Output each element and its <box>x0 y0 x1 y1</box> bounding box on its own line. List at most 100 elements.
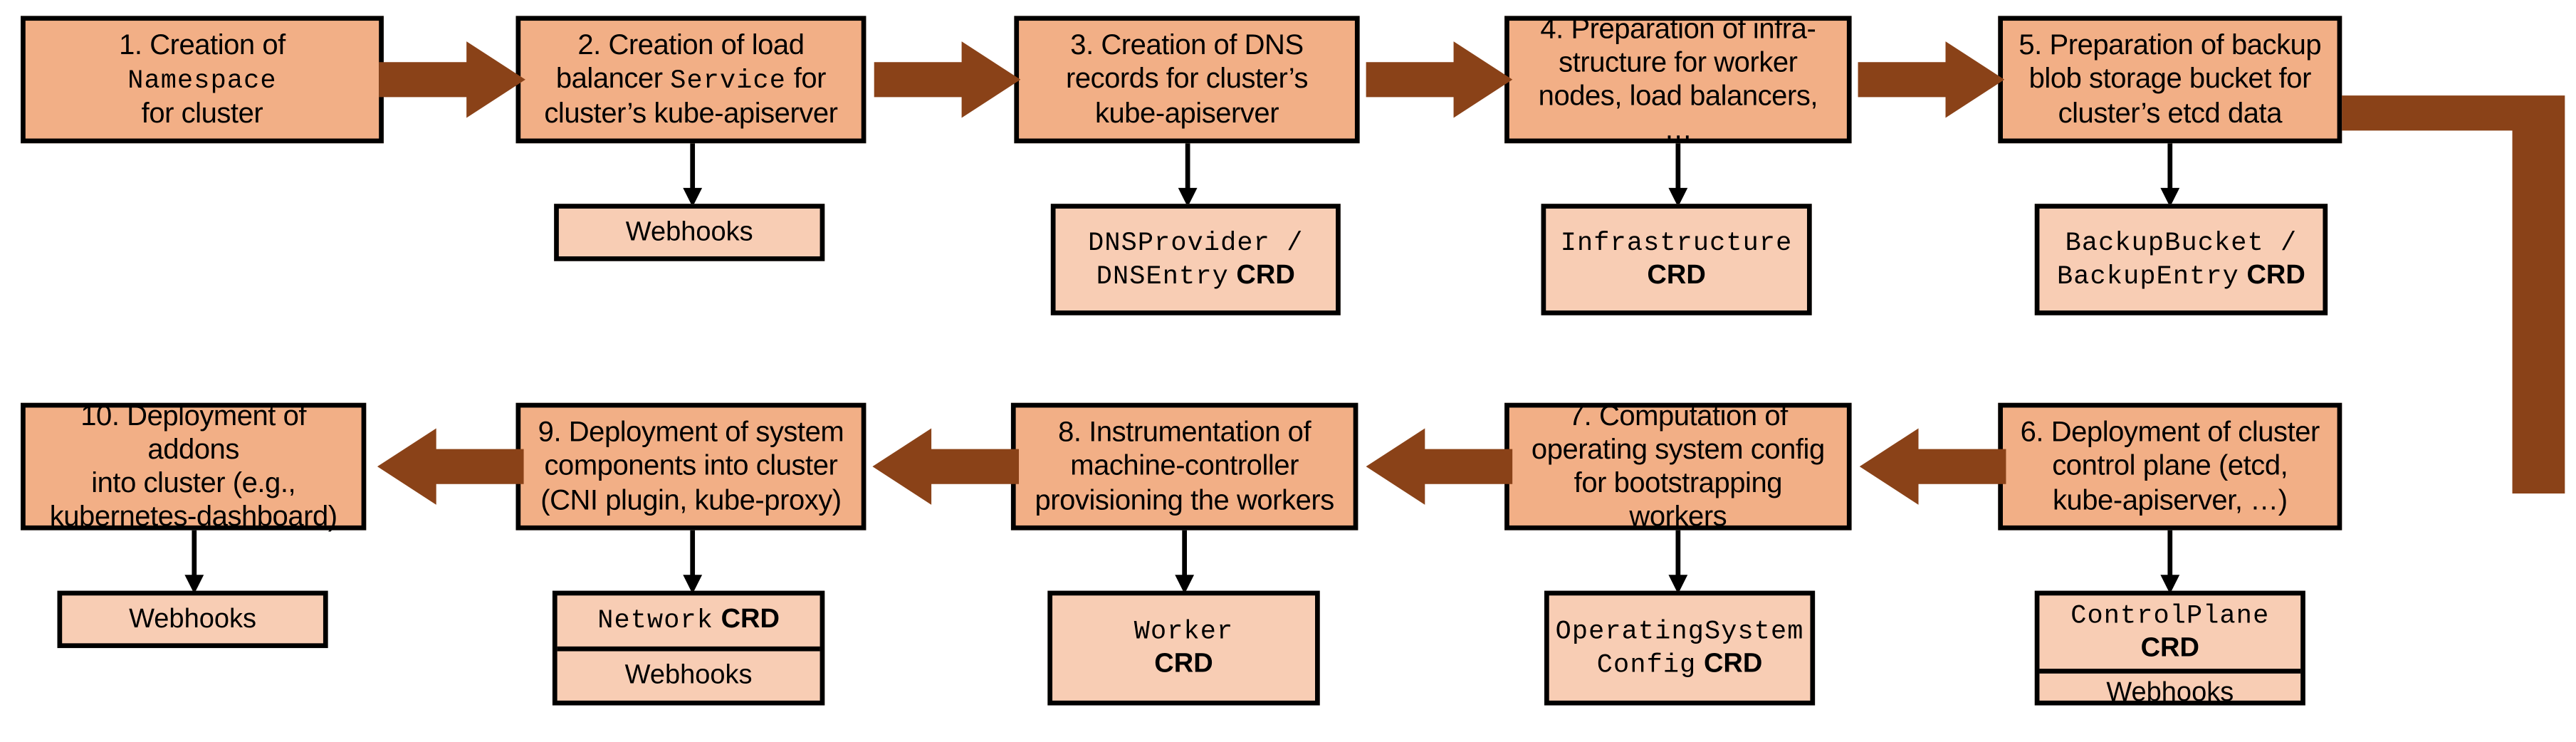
resource-cell: Webhooks <box>62 595 323 643</box>
resource-box-infrastructure-crd[interactable]: Infrastructure CRD <box>1541 204 1812 315</box>
worker-crd-label: Worker CRD <box>1134 615 1234 681</box>
step-4-line-1: 4. Preparation of infra- <box>1540 12 1816 45</box>
step-1-line-1: 1. Creation of <box>119 28 286 61</box>
step-box-1[interactable]: 1. Creation of Namespace for cluster <box>21 16 384 144</box>
resource-box-backup-crd[interactable]: BackupBucket / BackupEntry CRD <box>2034 204 2328 315</box>
step-7-text: 7. Computation of operating system confi… <box>1522 399 1834 534</box>
step-6-line-1: 6. Deployment of cluster <box>2020 416 2320 449</box>
arrow-step8-to-step9 <box>872 428 1020 505</box>
resource-cell: Infrastructure CRD <box>1546 209 1807 310</box>
crd-suffix: CRD <box>1154 648 1213 679</box>
step-4-text: 4. Preparation of infra- structure for w… <box>1522 12 1834 147</box>
step-5-line-1: 5. Preparation of backup <box>2019 28 2322 61</box>
arrow-step1-to-step2 <box>379 41 525 118</box>
resource-cell-network: Network CRD <box>557 595 820 646</box>
osc-line-2: Config <box>1596 649 1697 680</box>
resource-box-webhooks-10[interactable]: Webhooks <box>57 590 328 649</box>
webhooks-label: Webhooks <box>129 602 257 634</box>
step-5-line-2: blob storage bucket for <box>2028 63 2312 95</box>
webhooks-label: Webhooks <box>625 216 753 246</box>
step-10-line-1: 10. Deployment of addons <box>80 399 307 465</box>
step-7-line-3: for bootstrapping workers <box>1574 466 1783 533</box>
step-8-text: 8. Instrumentation of machine-controller… <box>1035 416 1334 517</box>
resource-cell: BackupBucket / BackupEntry CRD <box>2039 209 2323 310</box>
step-box-10[interactable]: 10. Deployment of addons into cluster (e… <box>21 399 367 532</box>
step-1-text: 1. Creation of Namespace for cluster <box>119 29 286 130</box>
connector-step7-to-osc-crd <box>1665 530 1691 595</box>
crd-suffix: CRD <box>2140 632 2199 663</box>
resource-cell: Worker CRD <box>1052 595 1315 701</box>
infrastructure-line-1: Infrastructure <box>1560 227 1793 258</box>
resource-box-worker-crd[interactable]: Worker CRD <box>1047 590 1320 706</box>
resource-cell-controlplane: ControlPlane CRD <box>2039 595 2300 669</box>
dns-crd-line-1: DNSProvider / <box>1088 227 1304 258</box>
step-6-line-3: kube-apiserver, …) <box>2052 483 2288 516</box>
step-1-line-3: for cluster <box>141 96 263 129</box>
step-3-line-3: kube-apiserver <box>1094 96 1279 129</box>
step-box-6[interactable]: 6. Deployment of cluster control plane (… <box>1998 402 2342 531</box>
infrastructure-crd-label: Infrastructure CRD <box>1561 226 1793 293</box>
connector-step10-to-webhooks <box>182 530 207 595</box>
arrow-step3-to-step4 <box>1366 41 1513 118</box>
step-box-5[interactable]: 5. Preparation of backup blob storage bu… <box>1998 16 2342 144</box>
step-box-3[interactable]: 3. Creation of DNS records for cluster’s… <box>1014 16 1360 144</box>
controlplane-label: ControlPlane <box>2070 600 2270 631</box>
crd-suffix: CRD <box>1647 259 1706 291</box>
resource-box-network-crd[interactable]: Network CRD Webhooks <box>552 590 825 706</box>
step-5-text: 5. Preparation of backup blob storage bu… <box>2019 29 2321 130</box>
step-7-line-2: operating system config <box>1531 432 1825 465</box>
backup-crd-line-2: BackupEntry <box>2057 261 2239 292</box>
arrow-step6-to-step7 <box>1859 428 2006 505</box>
step-3-line-2: records for cluster’s <box>1065 63 1309 95</box>
webhooks-label: Webhooks <box>2106 676 2234 707</box>
osc-line-1: OperatingSystem <box>1555 616 1804 647</box>
step-2-line-2a: balancer <box>555 62 671 95</box>
step-2-line-1: 2. Creation of load <box>577 28 805 61</box>
step-8-line-3: provisioning the workers <box>1035 483 1334 516</box>
crd-suffix: CRD <box>1703 648 1763 679</box>
network-label: Network <box>597 605 714 636</box>
resource-cell: OperatingSystem Config CRD <box>1549 595 1811 701</box>
network-crd-label: Network CRD <box>597 604 780 637</box>
step-10-text: 10. Deployment of addons into cluster (e… <box>38 399 349 534</box>
connector-step3-to-dns-crd <box>1175 143 1200 207</box>
arrow-step5-to-step6-wrap <box>2334 48 2576 494</box>
step-2-line-3: cluster’s kube-apiserver <box>544 96 838 129</box>
step-3-line-1: 3. Creation of DNS <box>1070 28 1304 61</box>
backup-crd-label: BackupBucket / BackupEntry CRD <box>2057 226 2305 293</box>
step-9-text: 9. Deployment of system components into … <box>538 416 844 517</box>
step-box-7[interactable]: 7. Computation of operating system confi… <box>1504 399 1852 532</box>
connector-step5-to-backup-crd <box>2157 143 2183 207</box>
arrow-step9-to-step10 <box>377 428 524 505</box>
arrow-step4-to-step5 <box>1858 41 2005 118</box>
webhooks-label: Webhooks <box>624 659 753 690</box>
step-2-line-2b: for <box>786 62 827 95</box>
resource-box-webhooks-2[interactable]: Webhooks <box>554 204 825 261</box>
step-10-line-2: into cluster (e.g., <box>91 466 296 498</box>
step-10-line-3: kubernetes-dashboard) <box>49 500 337 533</box>
resource-cell-webhooks: Webhooks <box>557 646 820 701</box>
crd-suffix: CRD <box>721 604 780 634</box>
connector-step6-to-controlplane-crd <box>2157 530 2183 595</box>
resource-box-dns-crd[interactable]: DNSProvider / DNSEntry CRD <box>1050 204 1341 315</box>
connector-step4-to-infrastructure-crd <box>1665 143 1691 207</box>
step-2-text: 2. Creation of load balancer Service for… <box>544 28 838 130</box>
step-7-line-1: 7. Computation of <box>1568 399 1788 432</box>
worker-label: Worker <box>1133 616 1234 647</box>
arrow-step2-to-step3 <box>874 41 1021 118</box>
step-box-4[interactable]: 4. Preparation of infra- structure for w… <box>1504 12 1852 145</box>
controlplane-crd-label: ControlPlane CRD <box>2049 599 2291 666</box>
resource-box-controlplane-crd[interactable]: ControlPlane CRD Webhooks <box>2034 590 2305 707</box>
connector-step2-to-webhooks <box>680 143 706 207</box>
step-6-line-2: control plane (etcd, <box>2052 449 2288 482</box>
step-4-line-3: nodes, load balancers, … <box>1538 79 1818 145</box>
step-box-2[interactable]: 2. Creation of load balancer Service for… <box>515 16 866 144</box>
connector-step9-to-network-crd <box>680 530 706 595</box>
resource-box-operatingsystemconfig-crd[interactable]: OperatingSystem Config CRD <box>1544 590 1816 706</box>
resource-cell: DNSProvider / DNSEntry CRD <box>1056 209 1336 310</box>
step-box-9[interactable]: 9. Deployment of system components into … <box>515 402 866 531</box>
step-box-8[interactable]: 8. Instrumentation of machine-controller… <box>1010 402 1358 531</box>
osc-crd-label: OperatingSystem Config CRD <box>1556 615 1804 681</box>
step-3-text: 3. Creation of DNS records for cluster’s… <box>1065 28 1309 130</box>
